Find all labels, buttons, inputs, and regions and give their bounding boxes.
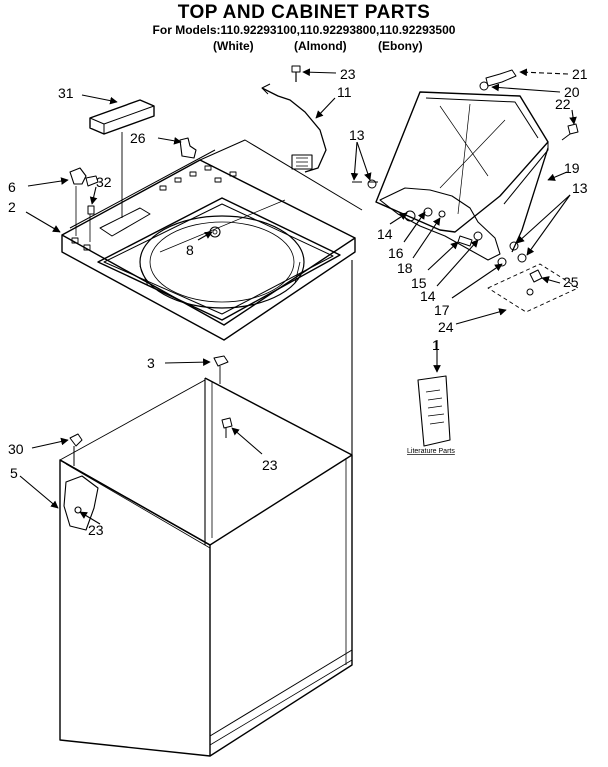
lid-rod-19 [511,147,549,253]
callout-11: 11 [337,84,352,100]
callout-1: 1 [432,337,440,353]
callout-labels: 23 11 21 20 22 31 26 13 19 13 6 32 2 14 … [8,66,588,538]
literature-booklet [417,375,451,447]
callout-30: 30 [8,441,24,457]
callout-31: 31 [58,85,74,101]
color-variants: (White) (Almond) (Ebony) [0,39,608,55]
cabinet-left-bracket [63,475,99,531]
callout-18: 18 [397,260,413,276]
color-variant-ebony: (Ebony) [378,39,423,53]
clip-3 [213,355,229,367]
dashed-box-25 [487,263,579,313]
leader-arrows [19,68,577,525]
color-variant-white: (White) [213,39,254,53]
color-variant-almond: (Almond) [294,39,347,53]
hinge-6-32 [69,167,99,242]
callout-3: 3 [147,355,155,371]
callout-23-top: 23 [340,66,356,82]
lid-hinge-parts [404,207,527,267]
callout-6: 6 [8,179,16,195]
bracket-26 [179,137,197,159]
literature-parts-label: Literature Parts [407,448,455,455]
callout-32: 32 [96,174,112,190]
diagram-title: TOP AND CABINET PARTS [177,2,431,23]
washer-lid [375,91,549,261]
screw-23-top [291,65,301,82]
callout-5: 5 [10,465,18,481]
callout-19: 19 [564,160,580,176]
part-30-bracket [69,433,83,466]
callout-21: 21 [572,66,588,82]
models-line: For Models:110.92293100,110.92293800,110… [152,23,456,37]
part-25 [526,269,543,296]
callout-14-lower: 14 [420,288,436,304]
callout-13-right: 13 [572,180,588,196]
callout-26: 26 [130,130,146,146]
lid-switch-harness [261,83,327,173]
callout-23-lower: 23 [88,522,104,538]
callout-13-left: 13 [349,127,365,143]
callout-25: 25 [563,274,579,290]
screw-23-middle [221,417,233,438]
cabinet-top-panel [61,139,363,341]
callout-2: 2 [8,199,16,215]
callout-17: 17 [434,302,450,318]
callout-8: 8 [186,242,194,258]
parts-21-20-22 [479,69,579,141]
callout-23-middle: 23 [262,457,278,473]
cabinet-body [59,260,353,757]
cover-31 [89,99,155,135]
screws-13 [352,179,378,189]
callout-20: 20 [564,84,580,100]
callout-24: 24 [438,319,454,335]
callout-14-upper: 14 [377,226,393,242]
callout-15: 15 [411,275,427,291]
callout-22: 22 [555,96,571,112]
callout-16: 16 [388,245,404,261]
